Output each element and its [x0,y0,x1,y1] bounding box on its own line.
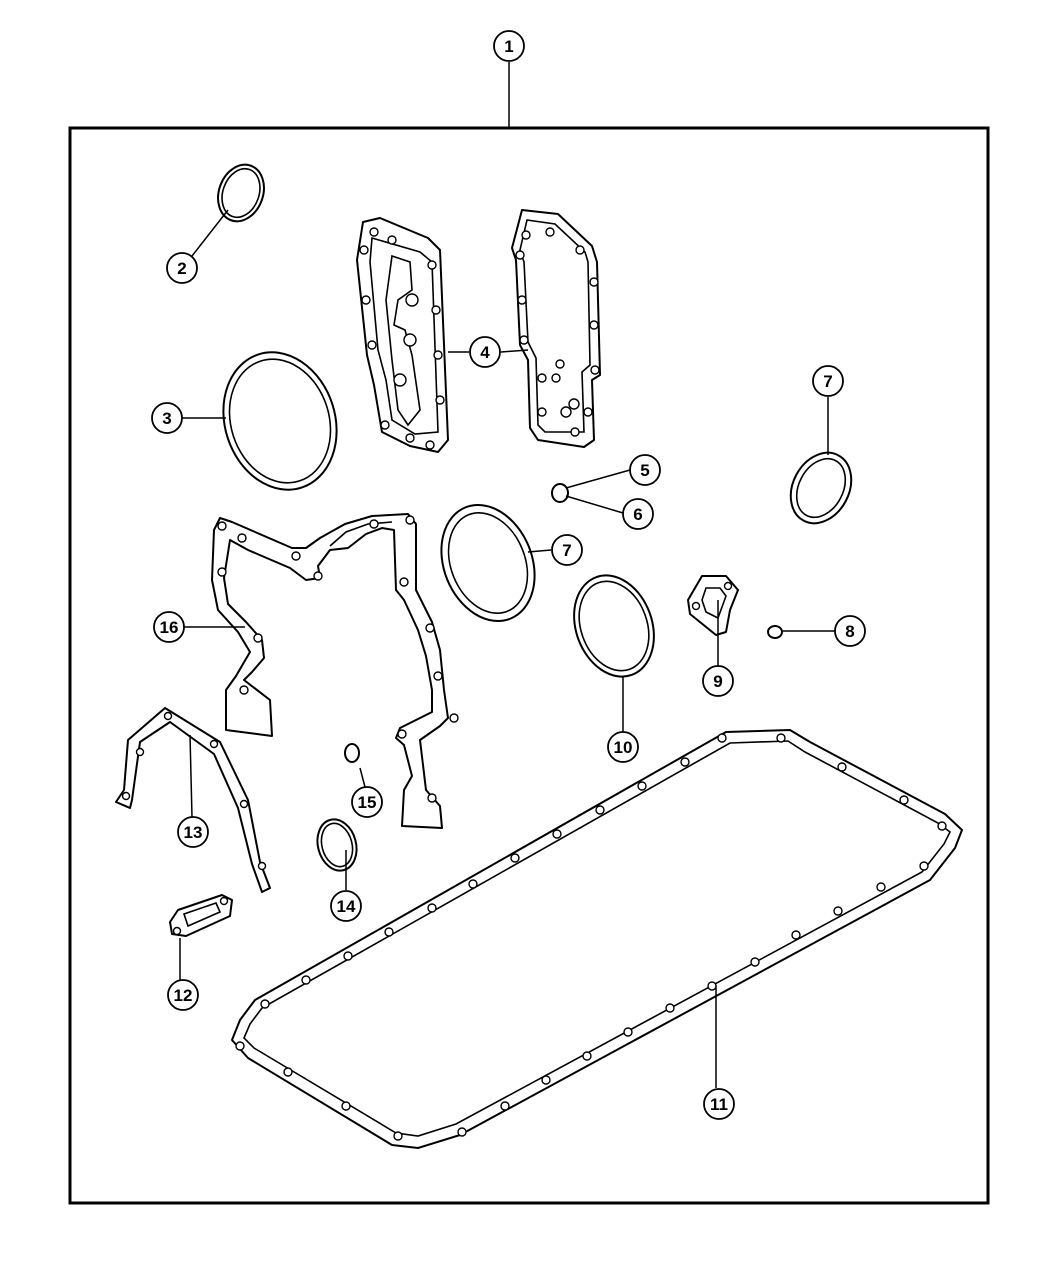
callout-3-label: 3 [162,409,171,428]
callout-5: 5 [629,454,661,486]
rear-main-seal-part-7 [440,503,536,623]
callout-7-left: 7 [551,534,583,566]
callout-8-label: 8 [845,622,854,641]
oil-cooler-gasket-part-4 [356,217,449,453]
callout-12: 12 [167,979,199,1011]
seal-ring-part-10 [573,574,655,678]
callout-2-label: 2 [177,259,186,278]
callout-14: 14 [330,890,362,922]
callout-14-label: 14 [337,897,356,916]
seal-ring-part-3 [222,351,338,491]
seal-ring-part-2 [217,163,265,223]
oil-pan-gasket-part-11 [231,729,963,1149]
callout-4-label: 4 [480,343,490,362]
callout-16-label: 16 [160,618,179,637]
callout-11: 11 [703,1088,735,1120]
callout-4: 4 [469,336,501,368]
callout-9: 9 [702,665,734,697]
callout-1: 1 [493,30,525,62]
flange-gasket-part-9 [687,575,739,636]
callout-9-label: 9 [713,672,722,691]
callout-7-left-label: 7 [562,541,571,560]
callout-5-label: 5 [640,461,649,480]
callout-6: 6 [622,498,654,530]
o-ring-parts-5-6 [551,483,569,503]
kit-frame [68,126,990,1205]
callout-11-label: 11 [710,1095,728,1114]
o-ring-part-14 [316,818,358,872]
callout-15-label: 15 [358,793,377,812]
callout-8: 8 [834,615,866,647]
callout-15: 15 [351,786,383,818]
arch-gasket-part-13 [115,707,271,893]
oil-pan-bolt-holes [235,733,947,1141]
callout-13-label: 13 [184,823,203,842]
front-seal-part-7 [789,451,853,525]
o-ring-part-15 [344,743,360,763]
callout-2: 2 [166,252,198,284]
callout-13: 13 [177,816,209,848]
callout-16: 16 [153,611,185,643]
front-cover-gasket-part-16 [211,513,459,829]
callout-12-label: 12 [174,986,193,1005]
callout-6-label: 6 [633,505,642,524]
leader-lines [179,62,835,1088]
cover-gasket-part-4 [511,209,601,448]
small-gasket-part-12 [169,894,233,937]
callout-10-label: 10 [614,738,633,757]
callout-10: 10 [607,731,639,763]
callout-7-right-label: 7 [823,372,832,391]
callout-3: 3 [151,402,183,434]
callout-7-right: 7 [812,365,844,397]
o-ring-part-8 [767,625,783,639]
callout-1-label: 1 [504,37,513,56]
